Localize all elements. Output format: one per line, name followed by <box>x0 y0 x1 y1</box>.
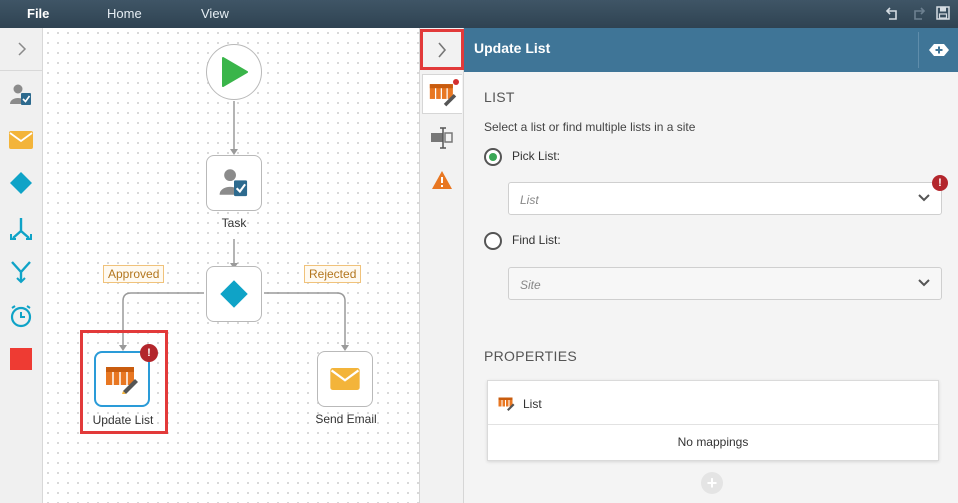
tab-warnings[interactable] <box>422 160 462 200</box>
update-list-highlight <box>80 330 168 434</box>
tool-send-email[interactable] <box>6 125 36 155</box>
collapse-panel-button[interactable] <box>420 29 464 70</box>
workflow-canvas[interactable]: Task Approved Rejected ! Update List Sen… <box>43 28 419 503</box>
connector-lines <box>119 101 349 351</box>
chevron-right-icon <box>17 42 26 56</box>
start-node[interactable] <box>206 44 262 100</box>
timer-icon <box>10 305 32 328</box>
find-list-placeholder: Site <box>520 278 541 292</box>
chevron-right-icon <box>438 41 447 58</box>
send-email-node[interactable] <box>317 351 373 407</box>
decision-node[interactable] <box>206 266 262 322</box>
panel-title: Update List <box>474 40 551 56</box>
find-list-site-select[interactable]: Site <box>508 267 942 300</box>
configuration-panel: Update List LIST Select a list or find m… <box>464 28 958 503</box>
task-node[interactable] <box>206 155 262 211</box>
pick-list-radio[interactable] <box>484 148 502 166</box>
tool-merge[interactable] <box>6 257 36 287</box>
update-list-icon <box>106 367 138 394</box>
chevron-down-icon <box>918 279 930 287</box>
menu-home[interactable]: Home <box>107 6 142 21</box>
panel-options-button[interactable] <box>918 32 958 68</box>
tab-field-settings[interactable] <box>422 118 462 158</box>
pick-list-select[interactable]: List <box>508 182 942 215</box>
update-list-icon <box>498 397 515 411</box>
tool-task[interactable] <box>6 80 36 110</box>
redo-icon[interactable] <box>909 5 927 23</box>
tool-stop[interactable] <box>6 344 36 374</box>
panel-tab-strip <box>419 28 464 503</box>
email-icon <box>9 131 33 149</box>
list-section-title: LIST <box>484 89 515 105</box>
stop-icon <box>10 348 32 370</box>
add-icon <box>928 44 949 56</box>
add-property-button[interactable]: + <box>701 472 723 494</box>
pick-list-label: Pick List: <box>512 149 561 163</box>
task-icon <box>219 169 248 197</box>
split-icon <box>10 218 32 240</box>
menu-file[interactable]: File <box>27 6 50 21</box>
properties-card: List No mappings <box>487 380 939 461</box>
properties-card-label: List <box>523 397 542 411</box>
update-list-icon <box>429 84 456 107</box>
find-list-label: Find List: <box>512 233 561 247</box>
task-node-label: Task <box>221 216 247 230</box>
panel-header: Update List <box>464 28 958 72</box>
tab-error-dot <box>453 79 459 85</box>
merge-icon <box>11 261 31 284</box>
warning-icon <box>432 171 452 189</box>
branch-label-rejected[interactable]: Rejected <box>304 265 362 283</box>
send-email-node-label: Send Email <box>315 412 377 426</box>
expand-toolbox-button[interactable] <box>0 28 43 71</box>
task-icon <box>10 84 31 105</box>
save-icon[interactable] <box>934 5 952 23</box>
update-list-error-badge[interactable]: ! <box>140 344 158 362</box>
decision-icon <box>10 172 32 194</box>
tool-timer[interactable] <box>6 301 36 331</box>
properties-section-title: PROPERTIES <box>484 348 577 364</box>
field-icon <box>431 127 453 149</box>
pick-list-error-badge[interactable]: ! <box>932 175 948 191</box>
toolbox-sidebar <box>0 28 43 503</box>
decision-icon <box>220 280 248 308</box>
tab-update-list-config[interactable] <box>422 74 462 114</box>
undo-icon[interactable] <box>884 5 902 23</box>
top-menu-bar: File Home View <box>0 0 958 28</box>
update-list-node[interactable] <box>94 351 150 407</box>
chevron-down-icon <box>918 194 930 202</box>
tool-split[interactable] <box>6 214 36 244</box>
tool-decision[interactable] <box>6 168 36 198</box>
properties-card-header[interactable]: List <box>488 381 938 425</box>
pick-list-placeholder: List <box>520 193 539 207</box>
menu-view[interactable]: View <box>201 6 229 21</box>
play-icon <box>222 57 248 87</box>
find-list-radio[interactable] <box>484 232 502 250</box>
list-section-description: Select a list or find multiple lists in … <box>484 120 696 134</box>
no-mappings-text: No mappings <box>677 435 749 449</box>
update-list-node-label: Update List <box>92 413 154 427</box>
email-icon <box>330 368 360 390</box>
branch-label-approved[interactable]: Approved <box>103 265 165 283</box>
